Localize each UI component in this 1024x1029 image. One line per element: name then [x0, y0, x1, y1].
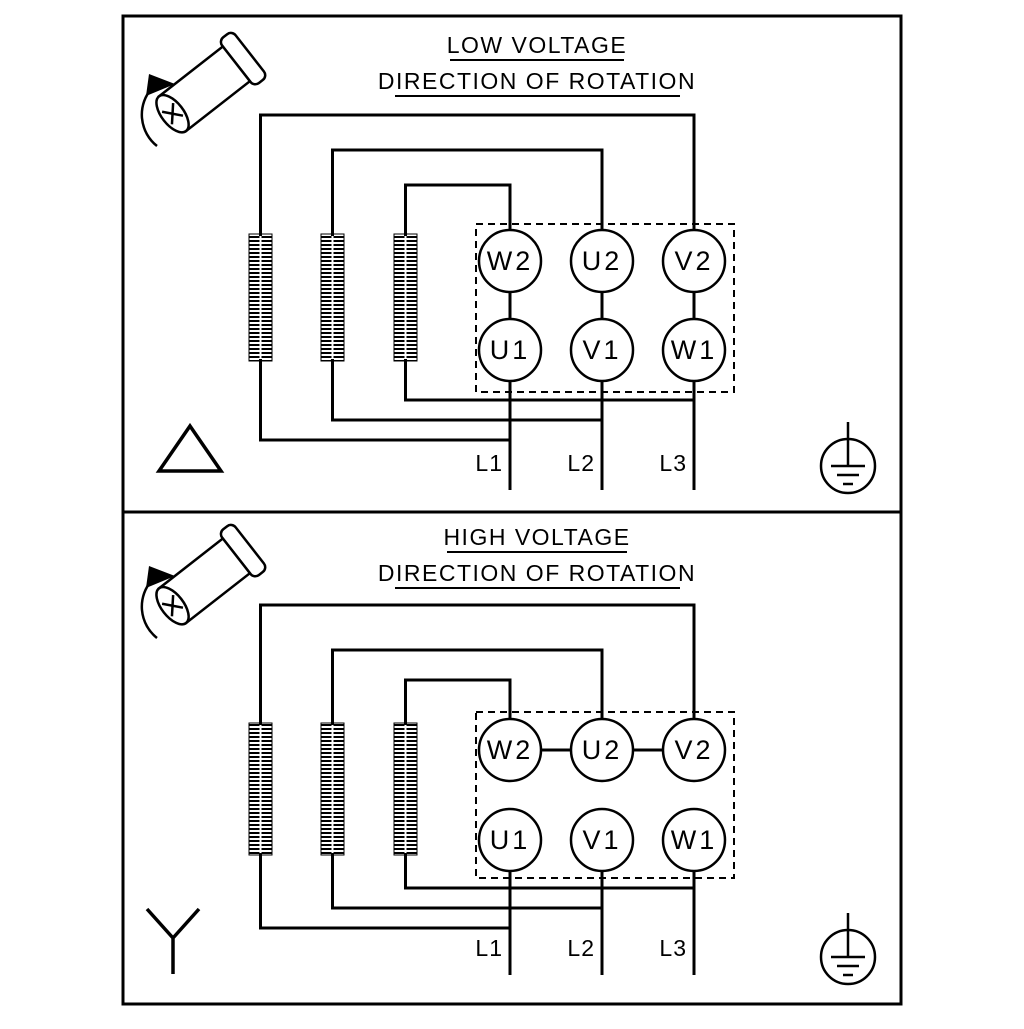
lead-label-l2: L2 — [567, 450, 595, 476]
wire — [404, 183, 512, 236]
star-connection-icon — [145, 907, 201, 974]
wire — [259, 113, 696, 236]
lead-label-l3: L3 — [659, 935, 687, 961]
terminal-v1: V1 — [569, 807, 635, 873]
terminal-u2: U2 — [569, 717, 635, 783]
wire — [259, 853, 510, 930]
terminal-label: W1 — [671, 335, 718, 365]
rotation-arrow-icon — [140, 566, 175, 639]
terminal-board-outline — [475, 711, 735, 879]
rotation-arrow-icon — [140, 74, 175, 147]
terminal-v1: V1 — [569, 317, 635, 383]
wires — [259, 603, 696, 975]
terminal-label: U1 — [490, 825, 531, 855]
lead-label-l1: L1 — [475, 935, 503, 961]
panel-title: LOW VOLTAGE — [447, 32, 628, 58]
terminal-label: W2 — [487, 246, 534, 276]
terminal-w2: W2 — [477, 228, 543, 294]
wire — [331, 648, 604, 725]
rotation-arrowhead — [146, 74, 175, 96]
wire — [404, 678, 512, 725]
terminal-v2: V2 — [661, 717, 727, 783]
terminal-label: W2 — [487, 735, 534, 765]
terminal-label: U2 — [582, 246, 623, 276]
terminal-board-outline — [475, 223, 735, 393]
terminal-label: U2 — [582, 735, 623, 765]
panel-subtitle: DIRECTION OF ROTATION — [378, 68, 696, 94]
wire — [331, 148, 604, 236]
terminal-u2: U2 — [569, 228, 635, 294]
wire — [331, 853, 602, 910]
terminal-label: V1 — [582, 335, 621, 365]
terminal-u1: U1 — [477, 317, 543, 383]
terminal-w2: W2 — [477, 717, 543, 783]
wire — [404, 359, 694, 402]
wire — [259, 359, 510, 442]
terminal-label: W1 — [671, 825, 718, 855]
delta-connection-icon — [155, 422, 225, 473]
terminal-w1: W1 — [661, 807, 727, 873]
panel-subtitle: DIRECTION OF ROTATION — [378, 560, 696, 586]
terminal-label: V2 — [674, 246, 713, 276]
wire — [259, 603, 696, 725]
terminal-v2: V2 — [661, 228, 727, 294]
lead-label-l3: L3 — [659, 450, 687, 476]
panel-high-voltage: HIGH VOLTAGE DIRECTION OF ROTATION — [140, 521, 877, 986]
panel-title: HIGH VOLTAGE — [443, 524, 630, 550]
lead-label-l2: L2 — [567, 935, 595, 961]
lead-label-l1: L1 — [475, 450, 503, 476]
lead-wire — [508, 871, 696, 975]
terminal-u1: U1 — [477, 807, 543, 873]
wire — [331, 359, 602, 422]
panel-low-voltage: LOW VOLTAGE DIRECTION OF ROTATION — [140, 29, 877, 495]
terminal-label: U1 — [490, 335, 531, 365]
terminal-w1: W1 — [661, 317, 727, 383]
terminal-label: V2 — [674, 735, 713, 765]
wire — [404, 853, 694, 890]
terminal-link — [508, 292, 696, 319]
wires — [259, 113, 696, 490]
lead-wire — [508, 381, 696, 490]
rotation-arrowhead — [146, 566, 175, 588]
terminal-label: V1 — [582, 825, 621, 855]
